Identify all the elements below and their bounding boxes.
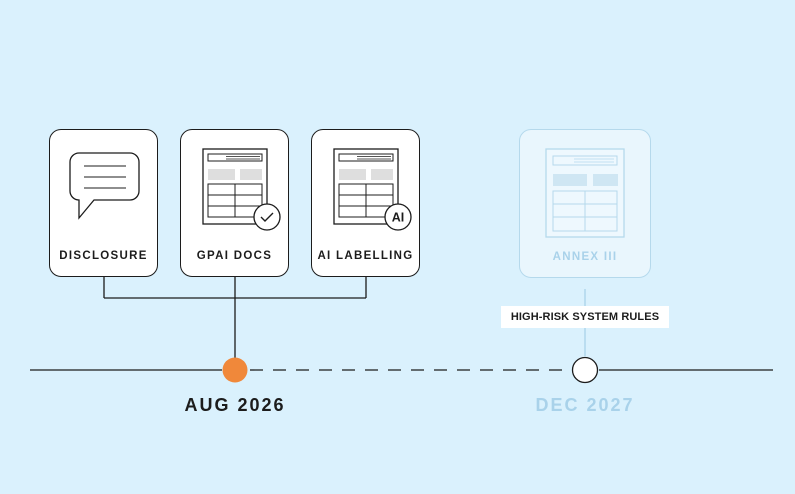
card-gpai-docs: GPAI DOCS (180, 129, 289, 277)
speech-bubble-icon (69, 152, 140, 220)
ai-badge-text: AI (392, 211, 405, 225)
card-label: ANNEX III (552, 251, 618, 263)
document-icon (545, 148, 625, 238)
milestone-marker-aug-2026 (222, 357, 248, 383)
card-disclosure: DISCLOSURE (49, 129, 158, 277)
card-ai-labelling: AI AI LABELLING (311, 129, 420, 277)
card-annex-iii: ANNEX III (519, 129, 651, 278)
high-risk-rules-label: HIGH-RISK SYSTEM RULES (501, 306, 669, 328)
card-label: DISCLOSURE (59, 250, 148, 262)
document-check-icon (202, 148, 281, 231)
document-ai-icon: AI (333, 148, 412, 231)
milestone-date-aug-2026: AUG 2026 (184, 395, 286, 415)
card-label: AI LABELLING (317, 250, 414, 262)
milestone-date-dec-2027: DEC 2027 (535, 395, 635, 415)
milestone-marker-dec-2027 (571, 356, 599, 384)
card-label: GPAI DOCS (196, 250, 273, 262)
